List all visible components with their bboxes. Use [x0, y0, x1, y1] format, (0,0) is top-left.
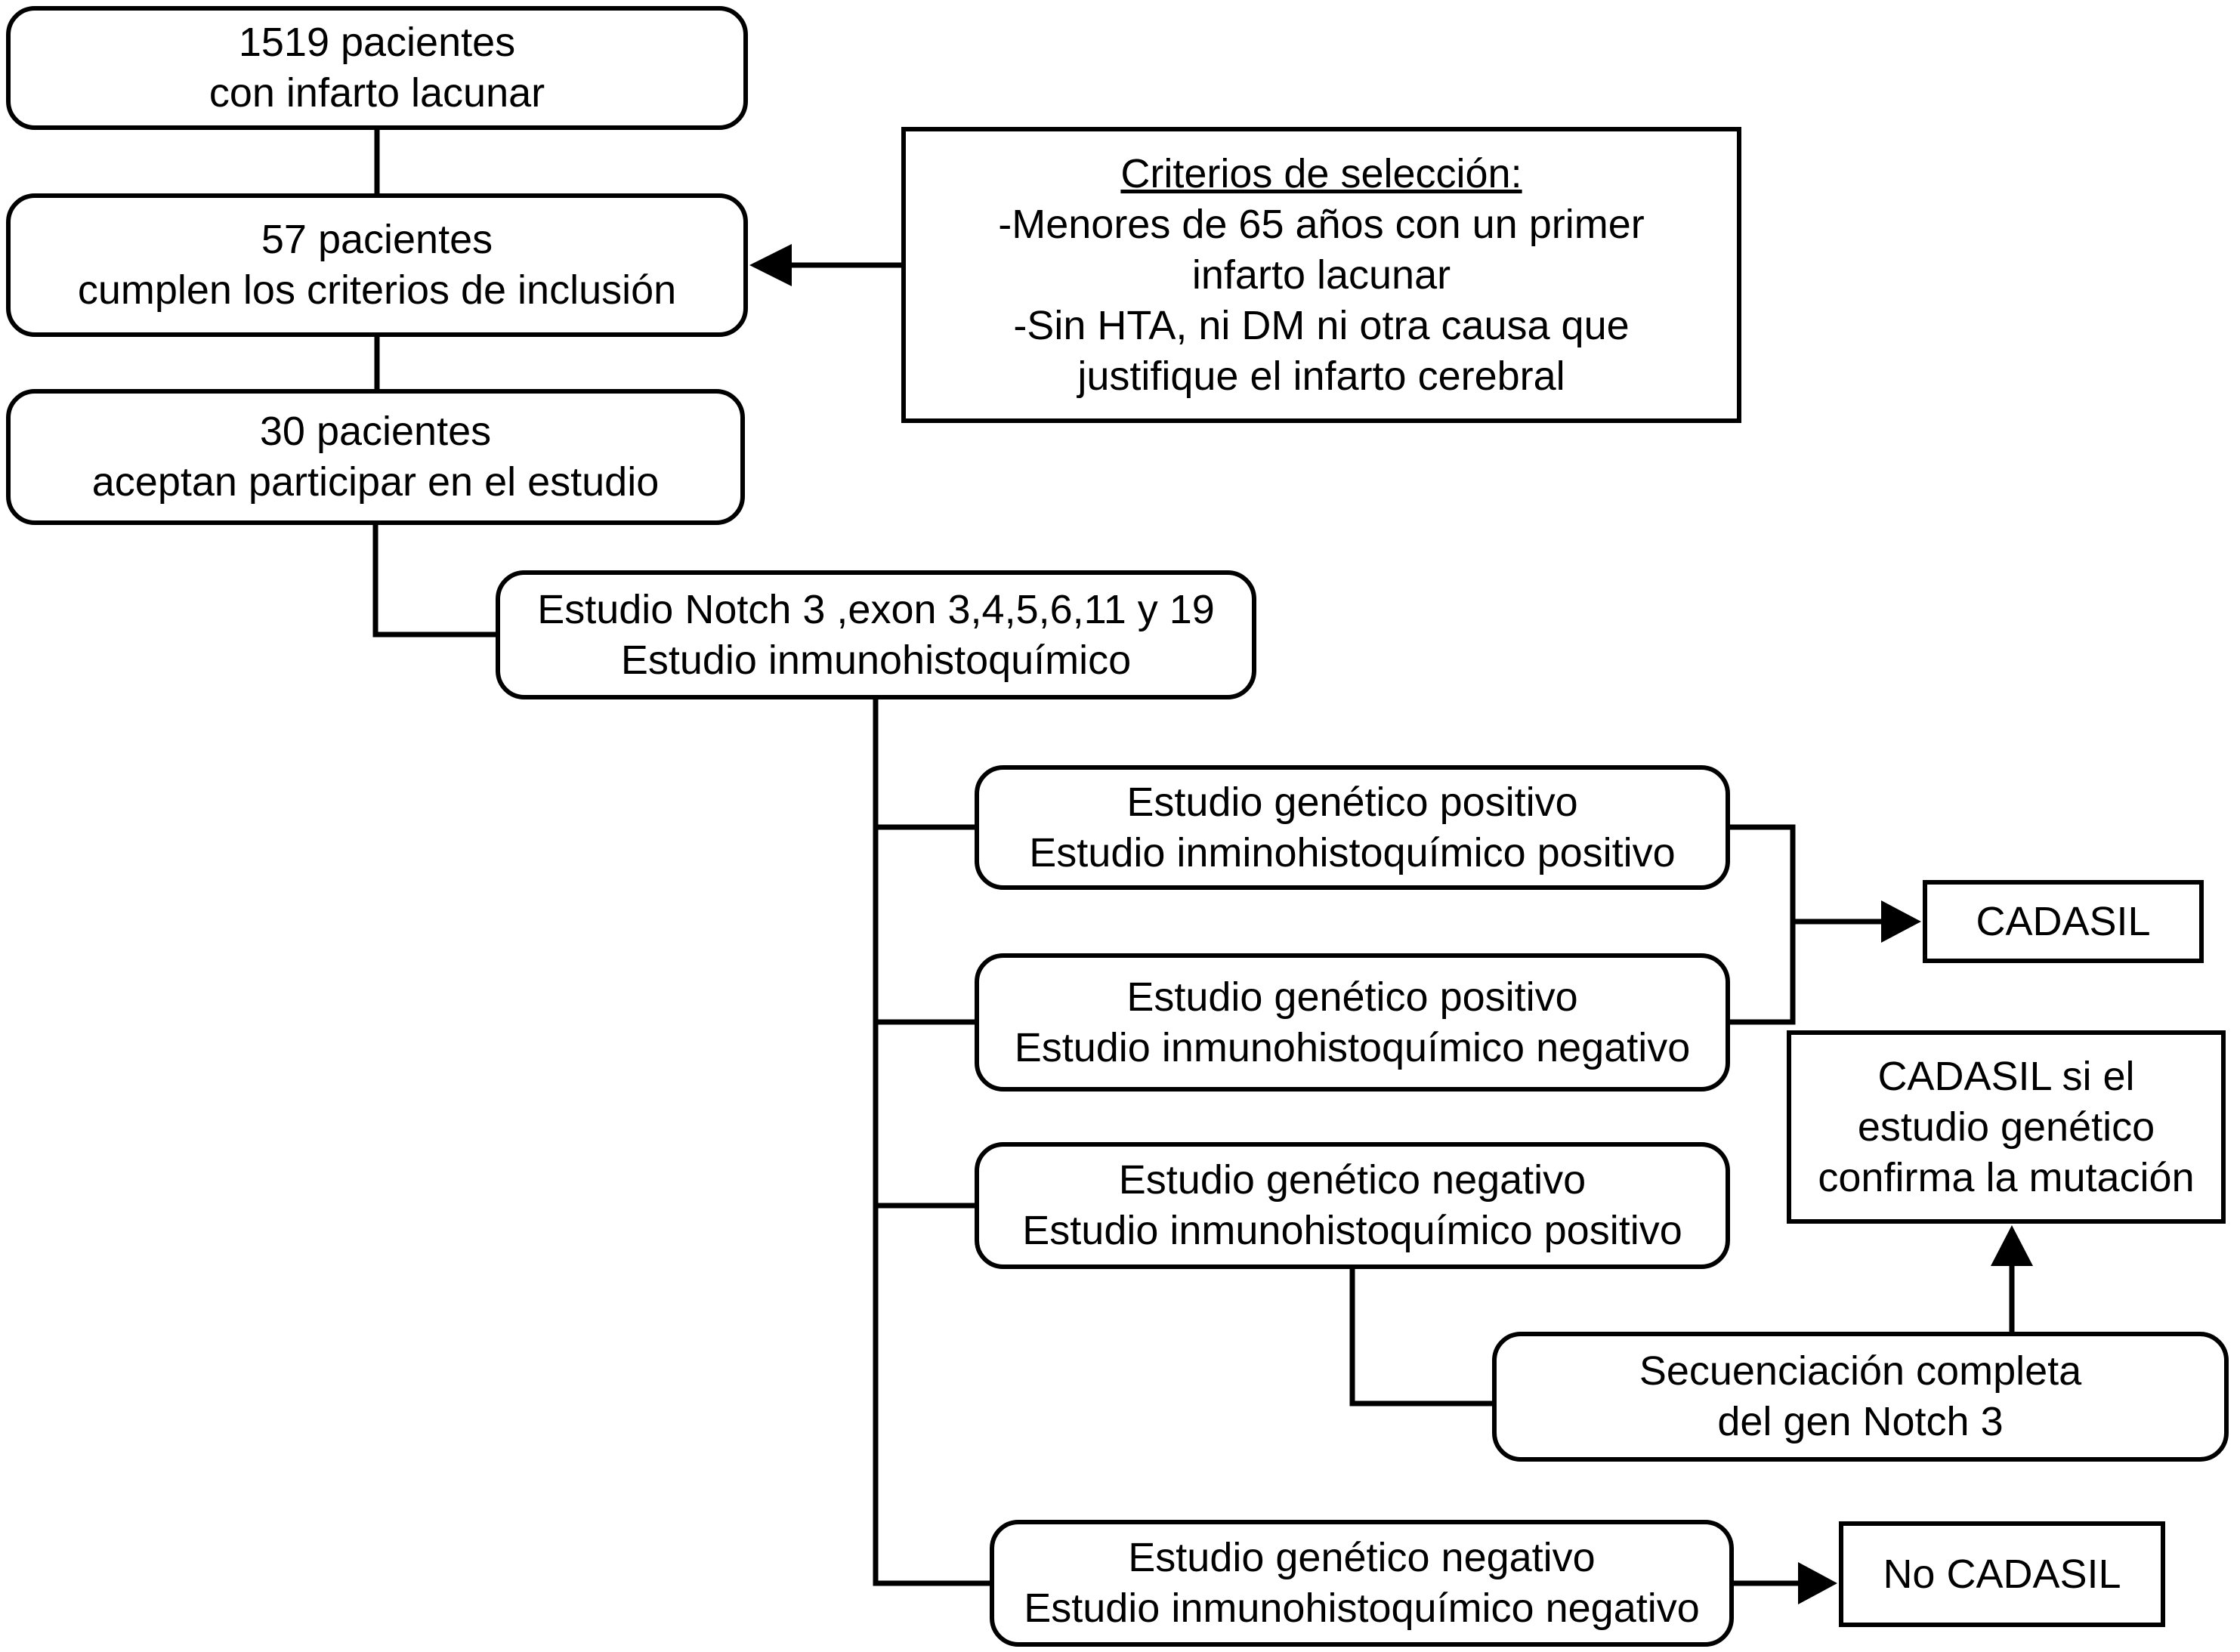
- box-genetic-pos-ihc-pos: Estudio genético positivo Estudio inmino…: [975, 765, 1730, 890]
- connector-branch3-to-sequencing: [1349, 1268, 1495, 1407]
- gp-ip-line1: Estudio genético positivo: [1126, 779, 1578, 825]
- connector-30-to-notch: [372, 523, 499, 638]
- box-genetic-neg-ihc-neg: Estudio genético negativo Estudio inmuno…: [990, 1520, 1734, 1647]
- gp-in-line2: Estudio inmunohistoquímico negativo: [1014, 1024, 1691, 1070]
- criteria-title: Criterios de selección:: [1120, 150, 1522, 196]
- box-no-cadasil: No CADASIL: [1839, 1521, 2165, 1627]
- cadasil-if-line2: estudio genético: [1857, 1104, 2155, 1150]
- gn-in-line2: Estudio inmunohistoquímico negativo: [1024, 1586, 1700, 1631]
- gp-in-line1: Estudio genético positivo: [1126, 974, 1578, 1020]
- notch-line2: Estudio inmunohistoquímico: [620, 637, 1132, 683]
- box-genetic-neg-ihc-pos: Estudio genético negativo Estudio inmuno…: [975, 1142, 1730, 1269]
- box-1519-line2: con infarto lacunar: [209, 70, 545, 116]
- arrowhead-to-nocadasil: [1798, 1562, 1837, 1604]
- notch-line1: Estudio Notch 3 ,exon 3,4,5,6,11 y 19: [537, 586, 1215, 632]
- criteria-line2: infarto lacunar: [1191, 252, 1451, 298]
- box-30-pacientes: 30 pacientes aceptan participar en el es…: [6, 389, 745, 525]
- gp-ip-line2: Estudio inminohistoquímico positivo: [1029, 829, 1676, 875]
- arrowhead-criteria-to-57: [749, 244, 792, 286]
- gn-in-line1: Estudio genético negativo: [1128, 1535, 1596, 1580]
- box-notch3-study: Estudio Notch 3 ,exon 3,4,5,6,11 y 19 Es…: [496, 570, 1256, 699]
- box-cadasil: CADASIL: [1923, 880, 2204, 963]
- arrowhead-to-cadasil-if: [1991, 1225, 2033, 1266]
- gn-ip-line2: Estudio inmunohistoquímico positivo: [1022, 1208, 1682, 1253]
- box-selection-criteria: Criterios de selección: -Menores de 65 a…: [901, 127, 1741, 423]
- cadasil-if-line1: CADASIL si el: [1877, 1053, 2135, 1099]
- cadasil-if-line3: confirma la mutación: [1818, 1154, 2195, 1200]
- arrowhead-to-cadasil: [1881, 900, 1921, 943]
- box-1519-line1: 1519 pacientes: [238, 20, 516, 65]
- sequencing-line2: del gen Notch 3: [1717, 1399, 2004, 1444]
- box-30-line2: aceptan participar en el estudio: [91, 459, 660, 505]
- connector-trunk: [873, 698, 993, 1586]
- cadasil-label: CADASIL: [1976, 898, 2151, 944]
- criteria-line4: justifique el infarto cerebral: [1077, 353, 1565, 399]
- sequencing-line1: Secuenciación completa: [1639, 1348, 2082, 1394]
- box-full-sequencing: Secuenciación completa del gen Notch 3: [1492, 1332, 2229, 1462]
- box-57-line2: cumplen los criterios de inclusión: [77, 267, 677, 313]
- criteria-line1: -Menores de 65 años con un primer: [998, 201, 1645, 247]
- box-57-pacientes: 57 pacientes cumplen los criterios de in…: [6, 193, 748, 337]
- connector-bracket-cadasil: [1729, 824, 1796, 1025]
- box-genetic-pos-ihc-neg: Estudio genético positivo Estudio inmuno…: [975, 953, 1730, 1092]
- criteria-line3: -Sin HTA, ni DM ni otra causa que: [1013, 302, 1630, 348]
- box-57-line1: 57 pacientes: [261, 217, 493, 262]
- no-cadasil-label: No CADASIL: [1883, 1551, 2121, 1597]
- box-cadasil-if-confirmed: CADASIL si el estudio genético confirma …: [1787, 1030, 2226, 1224]
- box-1519-pacientes: 1519 pacientes con infarto lacunar: [6, 6, 748, 130]
- gn-ip-line1: Estudio genético negativo: [1118, 1157, 1587, 1203]
- box-30-line1: 30 pacientes: [259, 409, 492, 454]
